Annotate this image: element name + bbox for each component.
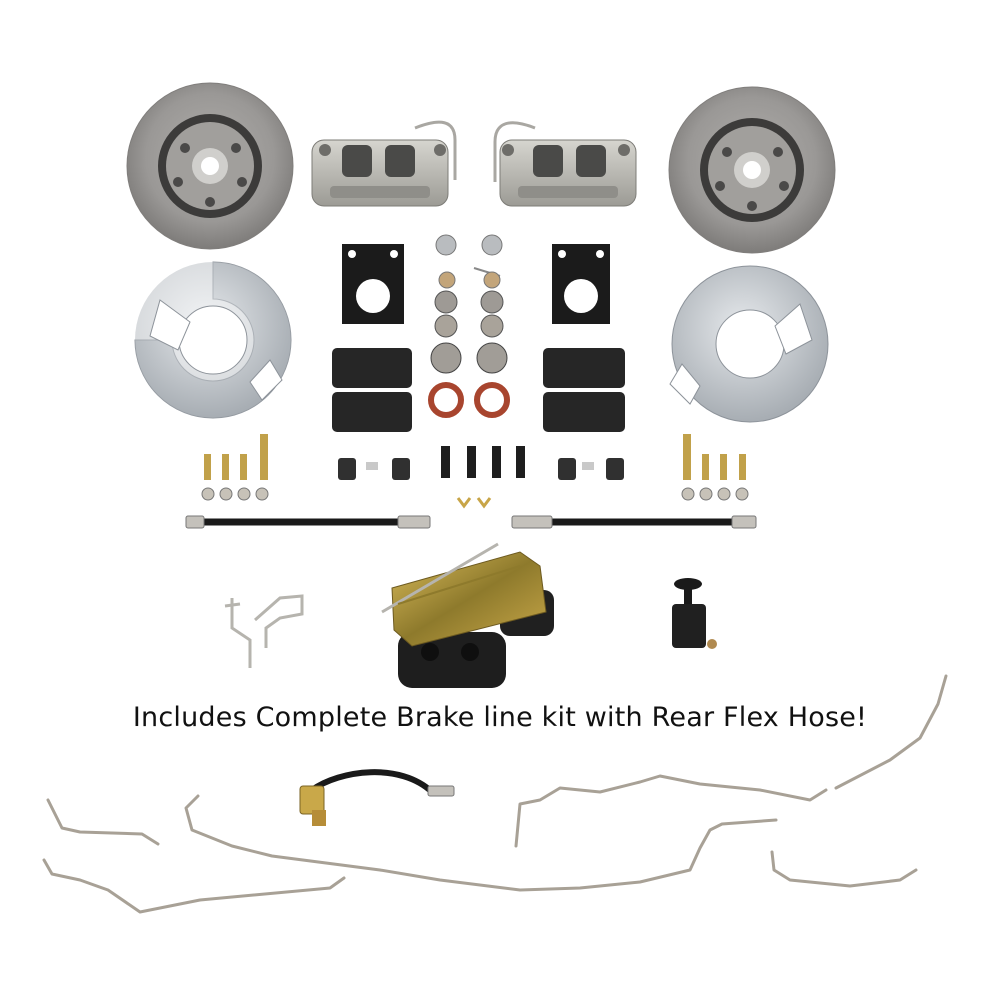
anti-rattle-clips xyxy=(338,458,624,480)
lug-nuts-right xyxy=(681,487,749,501)
brake-caliper-icon xyxy=(311,120,457,207)
brake-line-icon xyxy=(184,794,778,892)
hub-hardware xyxy=(428,234,510,418)
wheel-bearing-icon xyxy=(430,342,462,374)
dust-cap-icon xyxy=(481,234,503,256)
dust-shield-left xyxy=(134,261,292,419)
wheel-bearing-icon xyxy=(476,342,508,374)
brake-caliper-right xyxy=(493,121,637,207)
bolt-icon xyxy=(204,454,211,480)
nut-icon xyxy=(483,271,501,289)
bolt-icon xyxy=(720,454,727,480)
brake-rotor-right xyxy=(668,86,836,254)
master-cylinder xyxy=(381,542,554,688)
bolt-icon xyxy=(492,446,501,478)
nut-icon xyxy=(219,487,233,501)
grease-seal-icon xyxy=(428,382,464,418)
brake-pad-icon xyxy=(332,348,412,388)
hose-clips xyxy=(456,497,492,509)
nut-icon xyxy=(717,487,731,501)
bolt-icon xyxy=(240,454,247,480)
wheel-studs xyxy=(441,446,525,478)
dust-shield-right xyxy=(669,265,829,423)
brake-line-icon xyxy=(834,674,948,790)
brake-line-kit xyxy=(42,674,948,914)
distribution-lines xyxy=(224,594,304,668)
front-flex-hose-left xyxy=(185,515,431,529)
brake-line-icon xyxy=(224,594,304,668)
flex-hose-icon xyxy=(185,515,431,529)
brake-pads-right xyxy=(543,348,625,432)
brake-pad-icon xyxy=(332,392,412,432)
nut-icon xyxy=(201,487,215,501)
brake-pad-icon xyxy=(543,348,625,388)
bolt-icon xyxy=(739,454,746,480)
brake-rotor-icon xyxy=(126,82,294,250)
bolt-icon xyxy=(702,454,709,480)
brake-caliper-left xyxy=(311,120,457,207)
master-cylinder-icon xyxy=(381,542,554,688)
brake-line-icon xyxy=(46,798,160,846)
flex-hose-icon xyxy=(511,515,757,529)
bolt-icon xyxy=(222,454,229,480)
brake-line-icon xyxy=(514,774,828,848)
caliper-bracket-icon xyxy=(342,244,404,324)
proportioning-valve xyxy=(672,578,717,649)
brake-rotor-left xyxy=(126,82,294,250)
wheel-bearing-icon xyxy=(480,290,504,314)
bolt-icon xyxy=(260,434,268,480)
bolt-icon xyxy=(441,446,450,478)
caliper-bracket-right xyxy=(552,244,610,324)
nut-icon xyxy=(681,487,695,501)
brake-rotor-icon xyxy=(668,86,836,254)
nut-icon xyxy=(237,487,251,501)
brake-caliper-icon xyxy=(493,121,637,207)
bolt-icon xyxy=(467,446,476,478)
caliper-bracket-left xyxy=(342,244,404,324)
brake-pads-left xyxy=(332,348,412,432)
wheel-bearing-icon xyxy=(434,290,458,314)
rear-flex-hose xyxy=(299,769,455,826)
nut-icon xyxy=(699,487,713,501)
dust-shield-icon xyxy=(669,265,829,423)
dust-cap-icon xyxy=(435,234,457,256)
proportioning-valve-icon xyxy=(672,578,717,649)
caliper-bolts-left xyxy=(204,434,268,480)
wheel-bearing-icon xyxy=(480,314,504,338)
caliper-bracket-icon xyxy=(552,244,610,324)
caption-text: Includes Complete Brake line kit with Re… xyxy=(132,702,868,733)
bolt-icon xyxy=(683,434,691,480)
front-flex-hose-right xyxy=(511,515,757,529)
wheel-bearing-icon xyxy=(434,314,458,338)
bolt-icon xyxy=(516,446,525,478)
nut-icon xyxy=(255,487,269,501)
nut-icon xyxy=(438,271,456,289)
lug-nuts-left xyxy=(201,487,269,501)
brake-pad-icon xyxy=(543,392,625,432)
caliper-bolts-right xyxy=(683,434,746,480)
brake-line-icon xyxy=(770,850,918,888)
dust-shield-icon xyxy=(134,261,292,419)
brake-line-icon xyxy=(42,858,346,914)
flex-hose-icon xyxy=(299,769,455,826)
grease-seal-icon xyxy=(474,382,510,418)
nut-icon xyxy=(735,487,749,501)
